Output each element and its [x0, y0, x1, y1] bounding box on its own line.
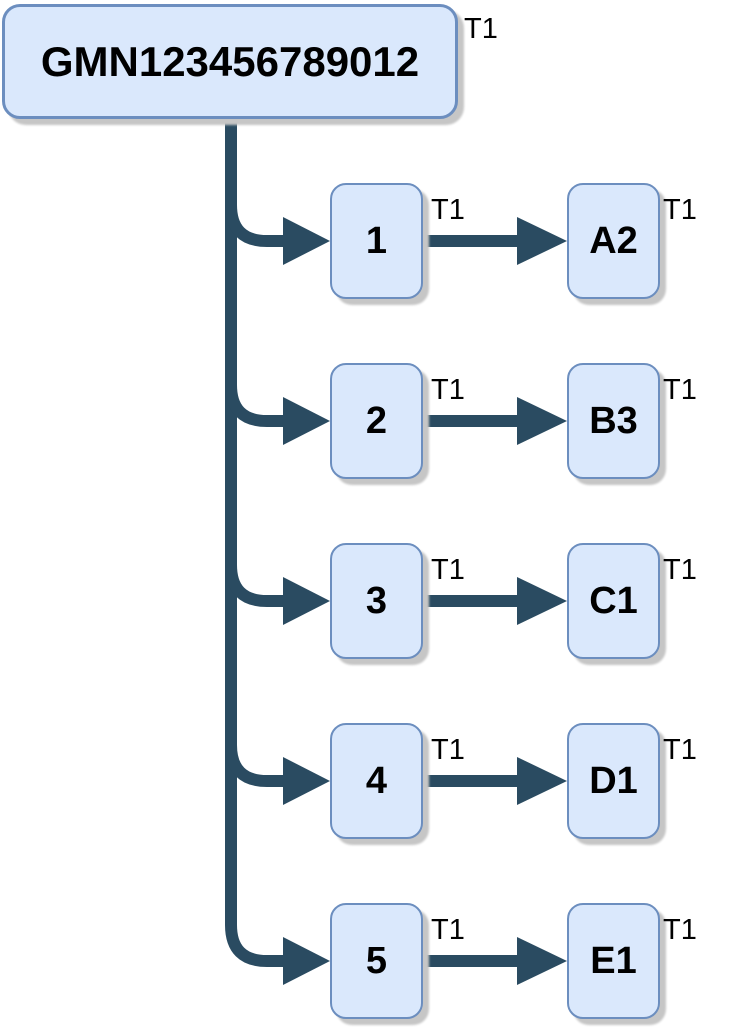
link-arrowhead-3 [517, 577, 567, 625]
node-label: 2 [365, 399, 388, 442]
link-arrowhead-1 [517, 217, 567, 265]
node-4[interactable]: 4 [330, 723, 423, 839]
diagram-row-1: 1 T1 A2 T1 [0, 183, 729, 299]
branch-arrowhead-2 [283, 397, 330, 445]
branch-arrowhead-1 [283, 217, 330, 265]
branch-line-1 [225, 204, 286, 247]
node-5[interactable]: 5 [330, 903, 423, 1019]
node-b3[interactable]: B3 [567, 363, 660, 479]
diagram-row-5: 5 T1 E1 T1 [0, 903, 729, 1019]
source-tag: T1 [431, 914, 465, 946]
node-label: 4 [365, 759, 388, 802]
target-tag: T1 [663, 914, 697, 946]
node-label: D1 [589, 759, 638, 802]
source-tag: T1 [431, 374, 465, 406]
node-label: E1 [590, 939, 637, 982]
branch-line-2 [225, 384, 286, 427]
node-label: 5 [365, 939, 388, 982]
source-tag: T1 [431, 194, 465, 226]
node-root[interactable]: GMN123456789012 [2, 4, 458, 119]
source-tag: T1 [431, 734, 465, 766]
link-arrowhead-4 [517, 757, 567, 805]
node-e1[interactable]: E1 [567, 903, 660, 1019]
diagram-row-3: 3 T1 C1 T1 [0, 543, 729, 659]
node-c1[interactable]: C1 [567, 543, 660, 659]
target-tag: T1 [663, 374, 697, 406]
node-a2[interactable]: A2 [567, 183, 660, 299]
branch-line-3 [225, 564, 286, 607]
node-label: B3 [589, 399, 638, 442]
source-tag: T1 [431, 554, 465, 586]
branch-line-4 [225, 744, 286, 787]
branch-arrowhead-5 [283, 937, 330, 985]
node-label: A2 [589, 219, 638, 262]
branch-arrowhead-4 [283, 757, 330, 805]
link-arrowhead-5 [517, 937, 567, 985]
branch-arrowhead-3 [283, 577, 330, 625]
target-tag: T1 [663, 734, 697, 766]
node-d1[interactable]: D1 [567, 723, 660, 839]
diagram-row-2: 2 T1 B3 T1 [0, 363, 729, 479]
diagram-row-4: 4 T1 D1 T1 [0, 723, 729, 839]
target-tag: T1 [663, 554, 697, 586]
trunk-line [225, 114, 286, 967]
node-label: 1 [365, 219, 388, 262]
node-3[interactable]: 3 [330, 543, 423, 659]
node-2[interactable]: 2 [330, 363, 423, 479]
root-tag: T1 [464, 13, 498, 45]
link-arrowhead-2 [517, 397, 567, 445]
node-label: C1 [589, 579, 638, 622]
target-tag: T1 [663, 194, 697, 226]
node-1[interactable]: 1 [330, 183, 423, 299]
node-root-label: GMN123456789012 [40, 37, 420, 85]
node-label: 3 [365, 579, 388, 622]
